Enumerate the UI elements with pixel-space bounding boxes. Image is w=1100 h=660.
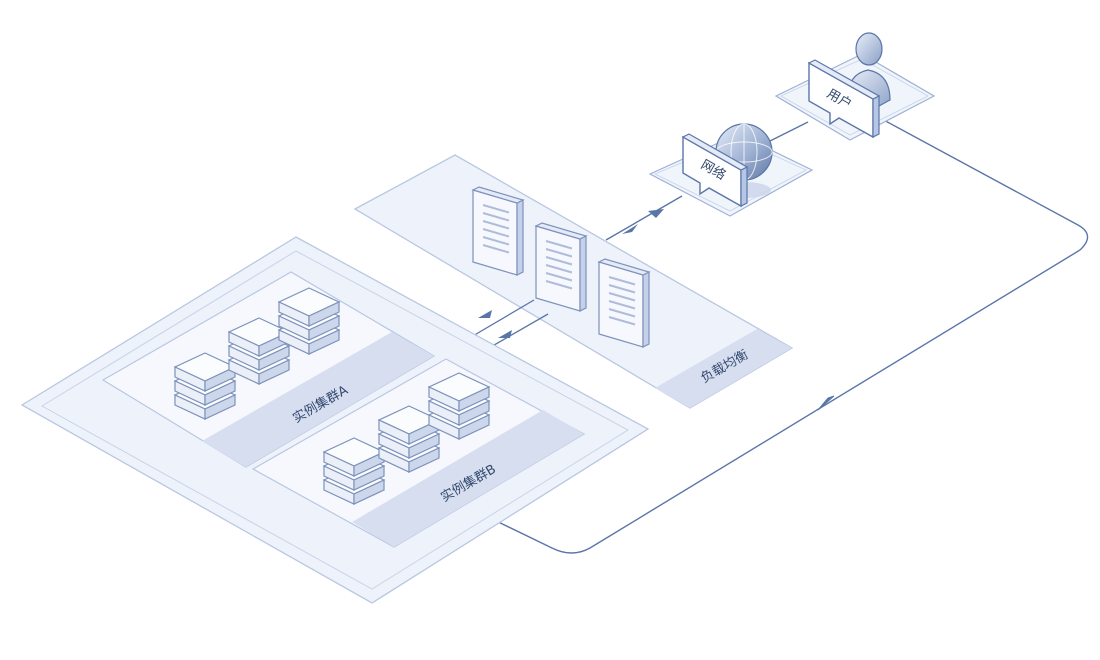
arrowhead-down — [622, 224, 638, 234]
load-balancer-label-strip — [655, 329, 792, 408]
network-node: 网络 — [648, 123, 814, 217]
load-balancer-panel: 负载均衡 — [353, 154, 794, 409]
arrowhead-up — [648, 209, 664, 218]
return-loop-line — [489, 117, 1089, 554]
instance-zone-panel — [20, 236, 650, 604]
network-sign — [681, 133, 749, 208]
user-sign — [807, 59, 881, 139]
user-node: 用户 — [774, 32, 936, 141]
cluster-a-label-strip — [202, 332, 434, 467]
cluster-b-label-strip — [352, 410, 584, 547]
return-arrowhead — [817, 395, 835, 411]
edge-user-network — [767, 121, 809, 143]
edge-network-loadbalancer — [605, 195, 683, 241]
return-path — [489, 117, 1089, 554]
edge-loadbalancer-clusters — [465, 299, 549, 353]
